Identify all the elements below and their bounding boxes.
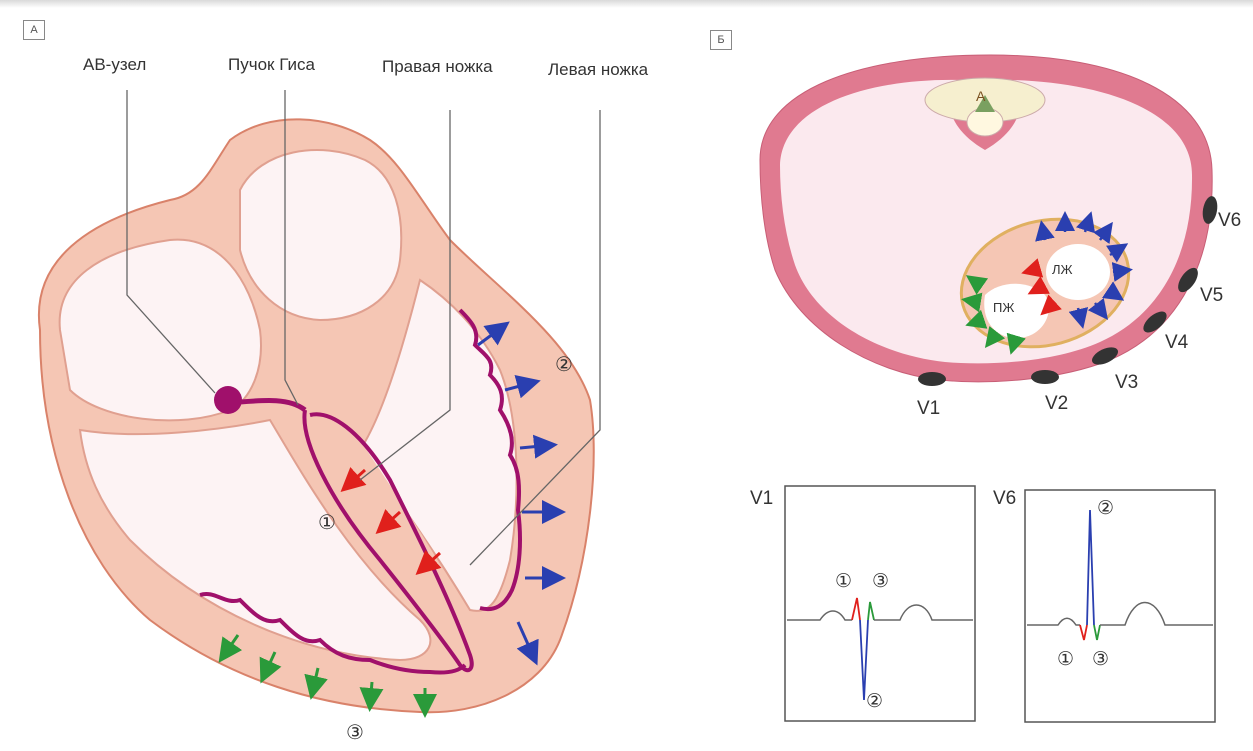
chest-cross-section <box>760 55 1219 386</box>
ecg-v1-marker-two: ② <box>866 690 883 713</box>
panel-tag-b: Б <box>710 30 732 50</box>
panel-tag-a: А <box>23 20 45 40</box>
label-his-bundle: Пучок Гиса <box>228 55 315 75</box>
ecg-v1-frame <box>785 486 975 721</box>
ecg-label-v6: V6 <box>993 488 1016 510</box>
ecg-v6-marker-three: ③ <box>1092 648 1109 671</box>
ecg-label-v1: V1 <box>750 488 773 510</box>
label-right-branch: Правая ножка <box>382 57 493 77</box>
vertebra-body <box>967 108 1003 136</box>
lead-v2: V2 <box>1045 393 1068 415</box>
ecg-v6-marker-two: ② <box>1097 497 1114 520</box>
heart-diagram <box>39 90 600 712</box>
lead-v1: V1 <box>917 398 940 420</box>
label-av-node: АВ-узел <box>83 55 146 75</box>
lead-v6: V6 <box>1218 210 1241 232</box>
ecg-v6-frame <box>1025 490 1215 722</box>
av-node <box>214 386 242 414</box>
electrode-v2 <box>1031 370 1059 384</box>
electrode-v1 <box>918 372 946 386</box>
label-lv: ЛЖ <box>1052 262 1073 277</box>
ecg-v1 <box>785 486 975 721</box>
lead-v5: V5 <box>1200 285 1223 307</box>
marker-three-heart: ③ <box>346 720 364 745</box>
label-rv: ПЖ <box>993 300 1014 315</box>
lead-v4: V4 <box>1165 332 1188 354</box>
ecg-v1-marker-one: ① <box>835 570 852 593</box>
label-left-branch: Левая ножка <box>548 60 648 80</box>
ecg-v1-marker-three: ③ <box>872 570 889 593</box>
arrow-green-4 <box>370 682 372 706</box>
lead-v3: V3 <box>1115 372 1138 394</box>
marker-two-heart: ② <box>555 352 573 377</box>
ecg-v6 <box>1025 490 1215 722</box>
left-atrium <box>240 150 401 320</box>
marker-one-heart: ① <box>318 510 336 535</box>
label-vertebra: А <box>976 88 985 104</box>
ecg-v6-marker-one: ① <box>1057 648 1074 671</box>
